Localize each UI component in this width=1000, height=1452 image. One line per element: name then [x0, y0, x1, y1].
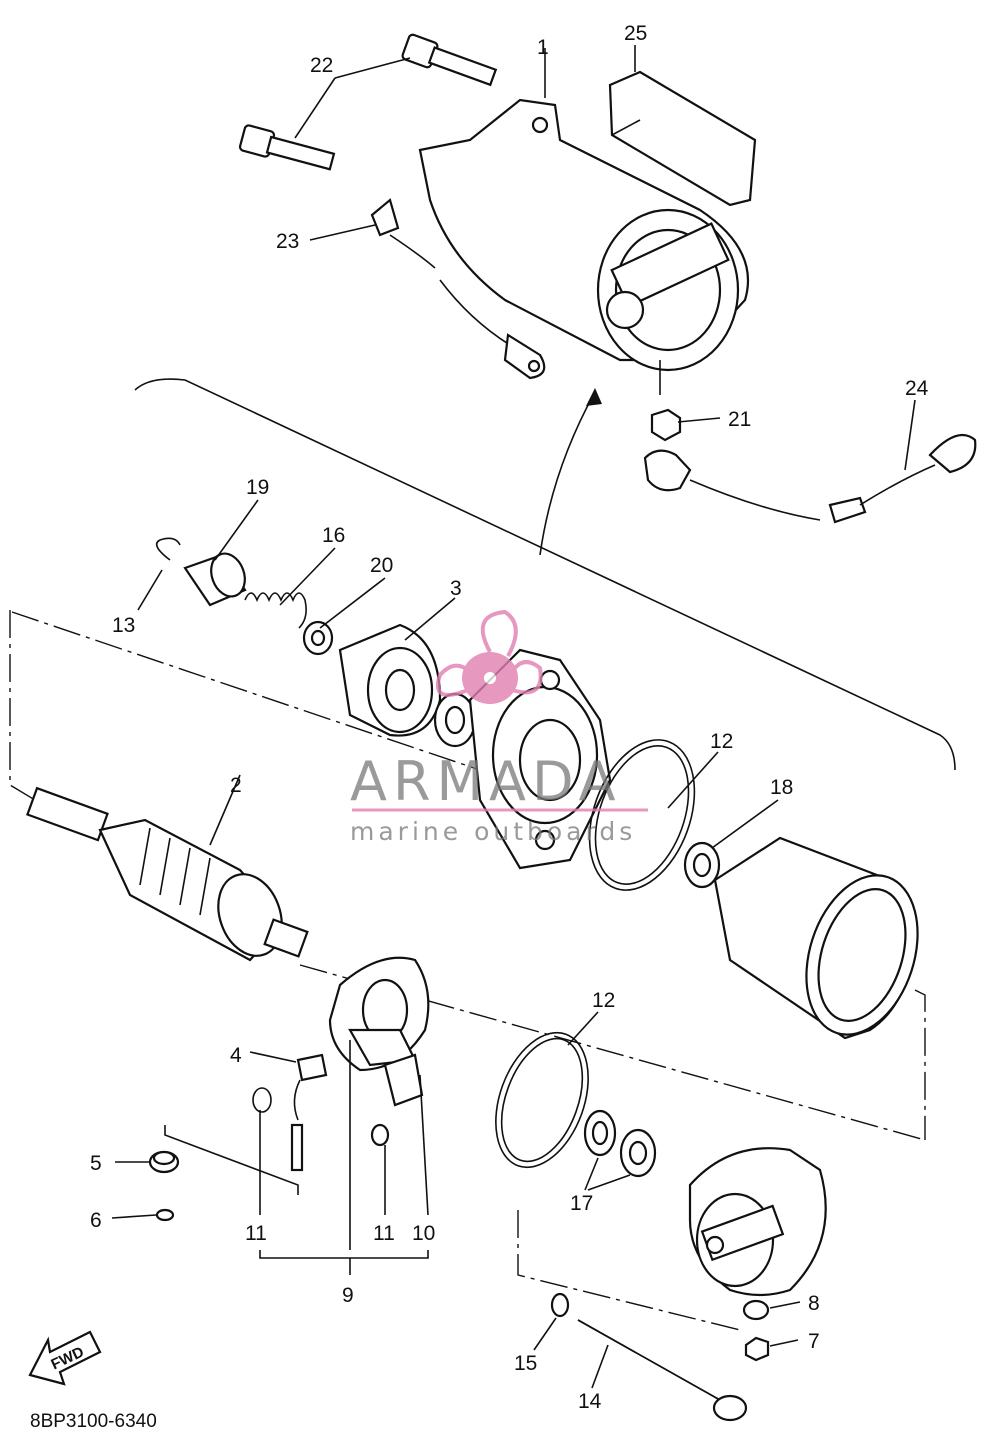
front-housing: [468, 648, 612, 870]
callout-12-upper: 12: [710, 730, 733, 753]
spacer-ring: [433, 692, 477, 748]
callout-25: 25: [624, 22, 647, 45]
watermark: ARMADA marine outboards: [350, 609, 648, 846]
guide-line-diagonal: [11, 611, 481, 771]
callout-12-lower: 12: [592, 989, 615, 1012]
o-ring-upper: [588, 739, 696, 891]
callout-1: 1: [537, 36, 549, 59]
starter-motor: [418, 98, 750, 395]
rubber-pad: [608, 70, 757, 207]
callout-13: 13: [112, 614, 135, 637]
watermark-tagline: marine outboards: [350, 817, 636, 846]
guide-line-upper: [9, 610, 36, 801]
spring: [244, 592, 307, 629]
guide-line-bottom: [517, 1210, 741, 1331]
callout-24: 24: [905, 377, 929, 400]
bolt-lower: [238, 124, 336, 171]
leader-lines: [111, 45, 916, 1389]
nut-5: [148, 1150, 180, 1174]
assembly-arrow: [539, 391, 596, 556]
battery-cable: [643, 433, 977, 524]
callout-21: 21: [728, 408, 751, 431]
callout-14: 14: [578, 1390, 602, 1413]
assembly-arrow-head: [586, 388, 602, 406]
callout-11-right: 11: [373, 1222, 395, 1245]
callout-23: 23: [276, 230, 299, 253]
o-ring-lower-inner: [500, 1037, 584, 1163]
bolt-upper: [401, 33, 498, 87]
brush-lead: [290, 1053, 328, 1172]
sleeve: [183, 552, 247, 607]
nut-7: [744, 1336, 770, 1362]
callout-18: 18: [770, 776, 793, 799]
bracket-11-9-10: [259, 1250, 429, 1259]
yoke: [713, 836, 919, 1040]
callout-15: 15: [514, 1352, 537, 1375]
callout-19: 19: [246, 476, 269, 499]
callout-labels: 1 2 3 4 5 6 7 8 9 10 11 11 12 12 13 14 1…: [90, 22, 929, 1413]
washer-small: [302, 620, 334, 656]
snap-ring: [155, 537, 181, 561]
callout-5: 5: [90, 1152, 102, 1175]
o-ring-upper-inner: [594, 745, 690, 885]
callout-17: 17: [570, 1192, 593, 1215]
callout-16: 16: [322, 524, 345, 547]
brush-plate: [328, 956, 430, 1072]
washer-6: [155, 1208, 175, 1222]
through-bolt: [577, 1319, 748, 1422]
spring-clip-right: [370, 1123, 390, 1147]
armature: [26, 786, 309, 962]
callout-9: 9: [342, 1284, 354, 1307]
callout-8: 8: [808, 1292, 820, 1315]
fwd-arrow: FWD: [28, 1330, 102, 1386]
thrust-washer: [683, 841, 721, 889]
nut-8: [742, 1299, 770, 1321]
callout-22: 22: [310, 54, 333, 77]
terminal-nut: [650, 408, 682, 442]
washer-pair: [583, 1109, 657, 1178]
callout-3: 3: [450, 577, 462, 600]
spring-clip-left: [252, 1087, 272, 1113]
assembly-bracket: [134, 378, 956, 771]
ground-lead: [370, 198, 546, 380]
rear-cover: [688, 1147, 827, 1297]
drive-pinion: [338, 623, 442, 737]
drawing-code: 8BP3100-6340: [30, 1411, 157, 1432]
callout-10: 10: [412, 1222, 435, 1245]
o-ring-lower: [495, 1031, 589, 1169]
callout-6: 6: [90, 1209, 102, 1232]
callout-4: 4: [230, 1044, 242, 1067]
callout-20: 20: [370, 554, 393, 577]
washer-15: [550, 1292, 570, 1318]
guide-line-right: [914, 989, 926, 1140]
watermark-brand: ARMADA: [350, 750, 622, 813]
callout-11-left: 11: [245, 1222, 267, 1245]
callout-2: 2: [230, 774, 242, 797]
brush-holder: [383, 1053, 424, 1107]
propeller-logo-icon: [436, 609, 543, 704]
callout-7: 7: [808, 1330, 820, 1353]
